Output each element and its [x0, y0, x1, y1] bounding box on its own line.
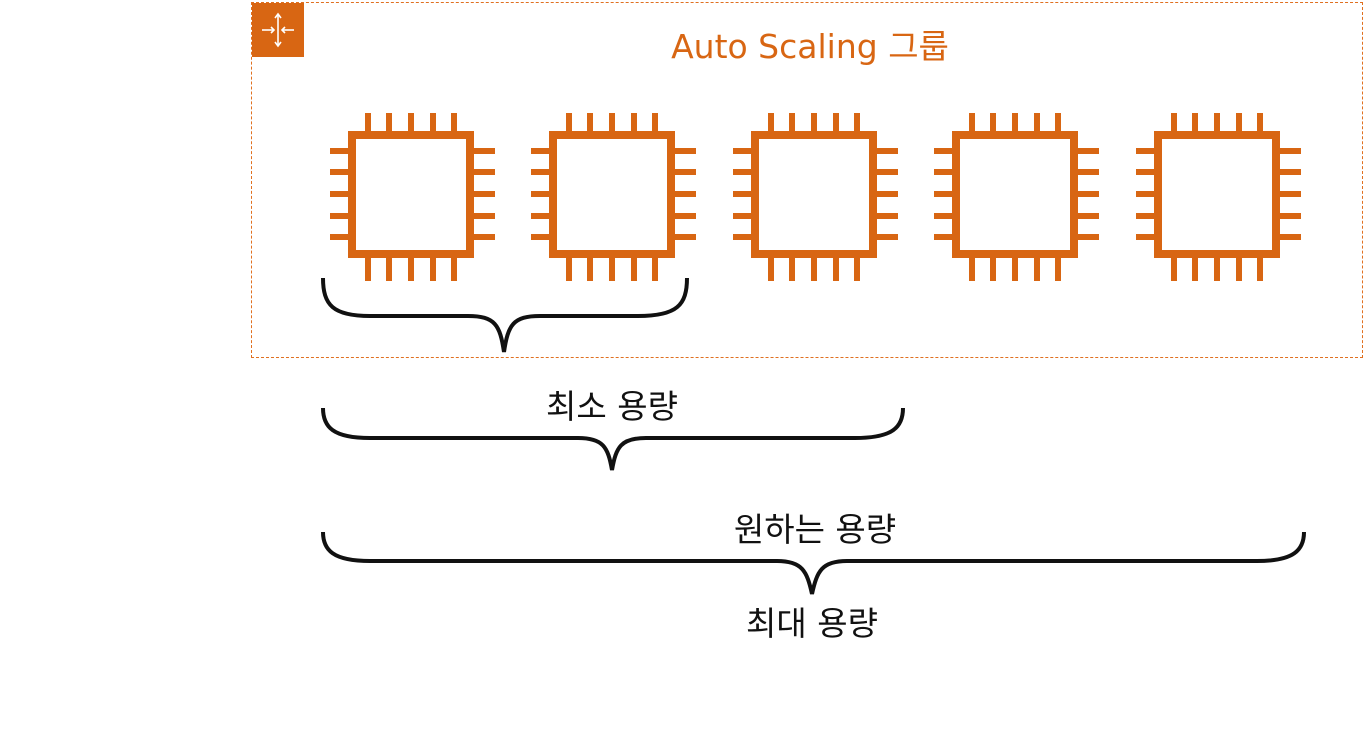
max-capacity-label: 최대 용량 — [746, 604, 878, 643]
min-capacity-label: 최소 용량 — [546, 387, 678, 426]
desired-capacity-brace — [321, 407, 905, 471]
auto-scaling-icon — [252, 3, 304, 57]
group-title: Auto Scaling 그룹 — [671, 27, 949, 66]
desired-capacity-label: 원하는 용량 — [733, 510, 897, 549]
min-capacity-brace — [321, 277, 689, 353]
auto-scaling-group-boundary — [251, 2, 1363, 358]
max-capacity-brace — [321, 531, 1306, 595]
